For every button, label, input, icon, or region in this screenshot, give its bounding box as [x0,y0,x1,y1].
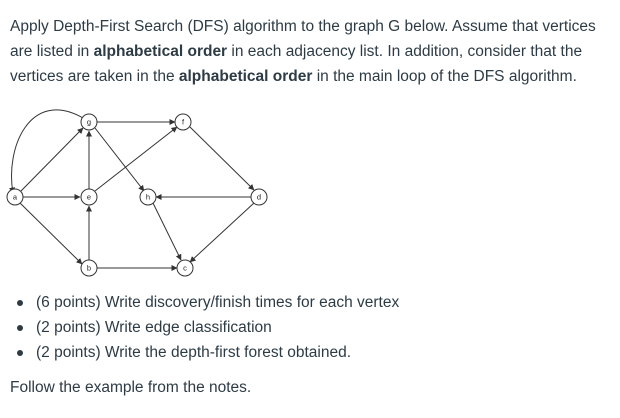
edge-g-h [94,127,145,192]
edge-d-c [189,202,255,263]
edge-e-f [94,126,178,192]
question-text: Apply Depth-First Search (DFS) algorithm… [10,14,610,89]
edge-h-c [152,202,182,261]
edge-g-a [9,109,84,194]
task-item: (6 points) Write discovery/finish times … [14,290,399,315]
task-item: (2 points) Write the depth-first forest … [14,340,399,365]
edge-a-b [19,202,83,265]
question-text-part-1: Apply Depth-First Search (DFS) algorithm… [10,18,596,60]
svg-text:c: c [183,264,187,273]
node-a: a [6,188,24,206]
node-c: c [176,259,194,277]
node-e: e [80,188,98,206]
svg-text:f: f [182,118,185,127]
footer-note: Follow the example from the notes. [10,379,252,396]
svg-text:e: e [87,193,91,202]
edge-f-d [189,126,255,191]
question-bold-1: alphabetical order [93,43,228,60]
svg-text:h: h [146,193,150,202]
svg-text:a: a [13,193,18,202]
edge-a-g [20,127,84,192]
node-f: f [174,113,192,131]
question-bold-2: alphabetical order [178,68,313,85]
question-text-part-2: in each adjacency list. In addition, con… [10,43,583,85]
node-b: b [80,259,98,277]
question-text-part-3: in the main loop of the DFS algorithm. [312,68,577,85]
task-list: (6 points) Write discovery/finish times … [14,290,399,365]
node-g: g [80,113,98,131]
node-d: d [250,188,268,206]
svg-text:g: g [87,118,91,127]
task-item: (2 points) Write edge classification [14,315,399,340]
svg-text:d: d [257,193,261,202]
graph-g-diagram: a g f e h d b c [6,109,268,277]
svg-text:b: b [87,264,91,273]
node-h: h [139,188,157,206]
